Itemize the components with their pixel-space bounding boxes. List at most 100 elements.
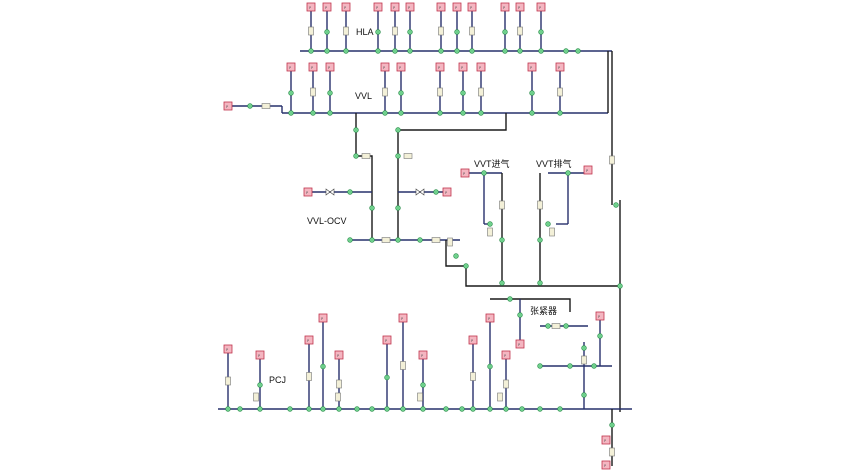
boundary-glyph: P	[463, 172, 465, 176]
boundary-box	[308, 62, 318, 72]
pressure-boundary-icon: P	[318, 313, 328, 323]
junction-node-icon	[395, 237, 401, 243]
boundary-glyph: P	[311, 66, 313, 70]
boundary-glyph: P	[399, 66, 401, 70]
junction-node-icon	[563, 48, 569, 54]
vvt-intake-label: VVT进气	[474, 158, 510, 169]
boundary-box	[435, 62, 445, 72]
junction-node-icon	[369, 205, 375, 211]
pressure-boundary-icon: P	[435, 62, 445, 72]
orifice-icon	[609, 155, 615, 165]
pressure-boundary-icon: P	[286, 62, 296, 72]
orifice-icon	[381, 237, 391, 243]
junction-node-icon	[459, 406, 465, 412]
boundary-box	[515, 339, 525, 349]
boundary-glyph: P	[470, 6, 472, 10]
pressure-boundary-icon: P	[583, 165, 593, 175]
orifice-icon	[431, 237, 441, 243]
junction-node-icon	[460, 90, 466, 96]
pressure-boundary-icon: P	[485, 313, 495, 323]
junction-node-icon	[382, 110, 388, 116]
orifice-icon	[400, 361, 406, 370]
boundary-glyph: P	[383, 66, 385, 70]
pressure-boundary-icon: P	[334, 350, 344, 360]
junction-node-icon	[353, 127, 359, 133]
orifice-icon	[382, 87, 388, 97]
junction-node-icon	[617, 283, 623, 289]
junction-node-icon	[557, 110, 563, 116]
boundary-glyph: P	[438, 66, 440, 70]
boundary-box	[468, 335, 478, 345]
boundary-box	[306, 2, 316, 12]
boundary-glyph: P	[289, 66, 291, 70]
junction-node-icon	[288, 90, 294, 96]
junction-node-icon	[499, 237, 505, 243]
junction-node-icon	[395, 127, 401, 133]
junction-node-icon	[320, 406, 326, 412]
orifice-icon	[549, 227, 555, 237]
junction-node-icon	[537, 406, 543, 412]
pressure-boundary-icon: P	[527, 62, 537, 72]
junction-node-icon	[565, 170, 571, 176]
junction-node-icon	[375, 29, 381, 35]
boundary-glyph: P	[226, 348, 228, 352]
orifice-icon	[335, 392, 341, 402]
hla-label: HLA	[356, 27, 374, 37]
junction-node-icon	[395, 153, 401, 159]
orifice-icon	[581, 355, 587, 365]
junction-node-icon	[487, 221, 493, 227]
label-layer: HLA VVL VVL-OCV VVT进气 VVT排气 张紧器 PCJ	[269, 27, 572, 385]
orifice-icon	[537, 200, 543, 210]
junction-node-icon	[453, 253, 459, 259]
junction-node-icon	[257, 406, 263, 412]
orifice-icon	[403, 153, 413, 159]
junction-node-icon	[469, 48, 475, 54]
orifice-icon	[438, 26, 444, 36]
junction-node-icon	[481, 170, 487, 176]
junction-node-icon	[581, 392, 587, 398]
junction-node-icon	[460, 110, 466, 116]
junction-node-icon	[347, 189, 353, 195]
boundary-box	[382, 335, 392, 345]
boundary-glyph: P	[503, 6, 505, 10]
orifice-icon	[503, 379, 509, 389]
boundary-box	[458, 62, 468, 72]
boundary-glyph: P	[445, 191, 447, 195]
boundary-box	[322, 2, 332, 12]
junction-node-icon	[529, 110, 535, 116]
junction-node-icon	[354, 406, 360, 412]
orifice-icon	[469, 26, 475, 36]
boundary-box	[436, 2, 446, 12]
boundary-box	[601, 460, 611, 470]
pressure-boundary-icon: P	[515, 2, 525, 12]
valve-shape	[325, 188, 335, 196]
junction-node-icon	[257, 382, 263, 388]
boundary-box	[555, 62, 565, 72]
junction-node-icon	[247, 103, 253, 109]
junction-node-icon	[420, 406, 426, 412]
tensioner-label: 张紧器	[530, 306, 557, 316]
junction-node-icon	[538, 29, 544, 35]
junction-node-icon	[392, 48, 398, 54]
boundary-glyph: P	[385, 339, 387, 343]
junction-node-icon	[369, 237, 375, 243]
boundary-glyph: P	[307, 339, 309, 343]
junction-node-icon	[470, 406, 476, 412]
pressure-boundary-icon: P	[467, 2, 477, 12]
junction-node-icon	[336, 406, 342, 412]
pressure-boundary-icon: P	[460, 168, 470, 178]
junction-node-icon	[487, 406, 493, 412]
boundary-glyph: P	[421, 354, 423, 358]
pressure-boundary-icon: P	[255, 350, 265, 360]
pressure-boundary-icon: P	[452, 2, 462, 12]
junction-node-icon	[310, 110, 316, 116]
boundary-box	[223, 344, 233, 354]
boundary-glyph: P	[393, 6, 395, 10]
junction-node-icon	[507, 296, 513, 302]
boundary-glyph: P	[309, 6, 311, 10]
pipe-segment	[397, 113, 507, 240]
pressure-boundary-icon: P	[396, 62, 406, 72]
junction-node-icon	[343, 48, 349, 54]
pressure-boundary-icon: P	[398, 313, 408, 323]
